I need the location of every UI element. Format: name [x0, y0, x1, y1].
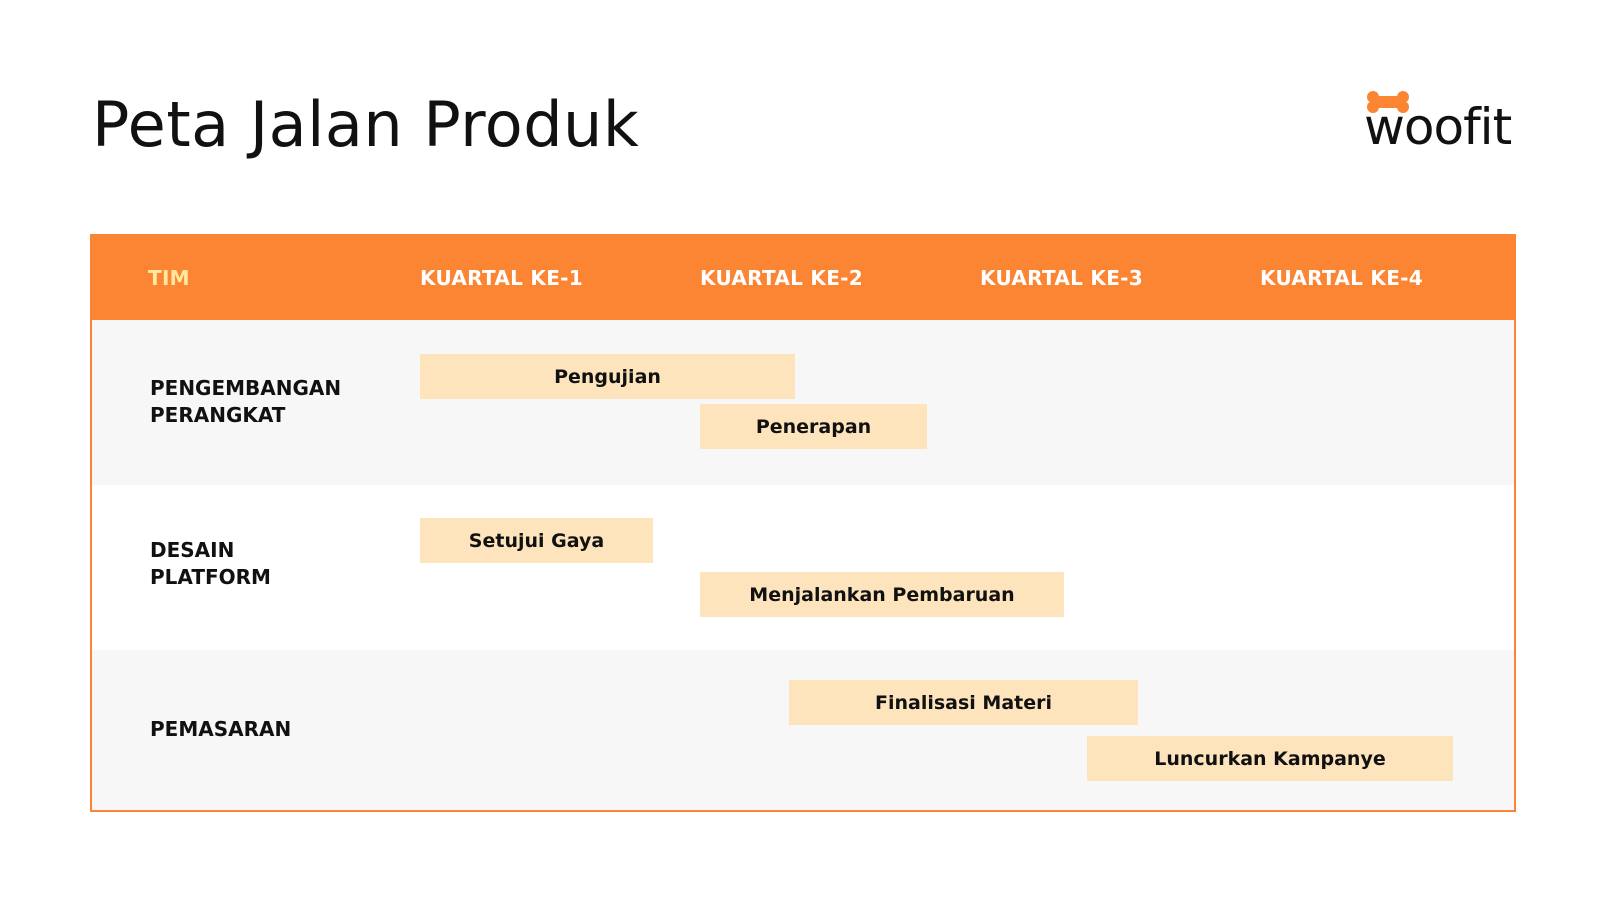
row-marketing: PEMASARAN Finalisasi Materi Luncurkan Ka… [92, 650, 1514, 810]
row-label-line: PLATFORM [150, 565, 271, 589]
task-bar: Menjalankan Pembaruan [700, 572, 1064, 617]
header-quarter-2: KUARTAL KE-2 [700, 266, 864, 290]
logo-text: woofit [1364, 98, 1512, 156]
row-label: DESAIN PLATFORM [150, 537, 390, 591]
page-title: Peta Jalan Produk [92, 88, 640, 161]
row-label-line: PERANGKAT [150, 403, 286, 427]
task-bar: Penerapan [700, 404, 927, 449]
header-quarter-1: KUARTAL KE-1 [420, 266, 584, 290]
row-platform-design: DESAIN PLATFORM Setujui Gaya Menjalankan… [92, 485, 1514, 650]
row-label: PEMASARAN [150, 716, 390, 743]
task-bar: Setujui Gaya [420, 518, 653, 563]
roadmap-table: TIM KUARTAL KE-1 KUARTAL KE-2 KUARTAL KE… [90, 234, 1516, 812]
row-label-line: DESAIN [150, 538, 235, 562]
task-bar: Luncurkan Kampanye [1087, 736, 1453, 781]
header-quarter-4: KUARTAL KE-4 [1260, 266, 1424, 290]
header-quarter-3: KUARTAL KE-3 [980, 266, 1144, 290]
row-label-line: PENGEMBANGAN [150, 376, 342, 400]
row-device-development: PENGEMBANGAN PERANGKAT Pengujian Penerap… [92, 320, 1514, 485]
bone-icon [1367, 91, 1409, 113]
header-team: TIM [148, 266, 190, 290]
brand-logo: woofit [1364, 88, 1524, 168]
row-label-line: PEMASARAN [150, 717, 292, 741]
task-bar: Pengujian [420, 354, 795, 399]
table-header: TIM KUARTAL KE-1 KUARTAL KE-2 KUARTAL KE… [92, 236, 1514, 320]
row-label: PENGEMBANGAN PERANGKAT [150, 375, 390, 429]
task-bar: Finalisasi Materi [789, 680, 1138, 725]
